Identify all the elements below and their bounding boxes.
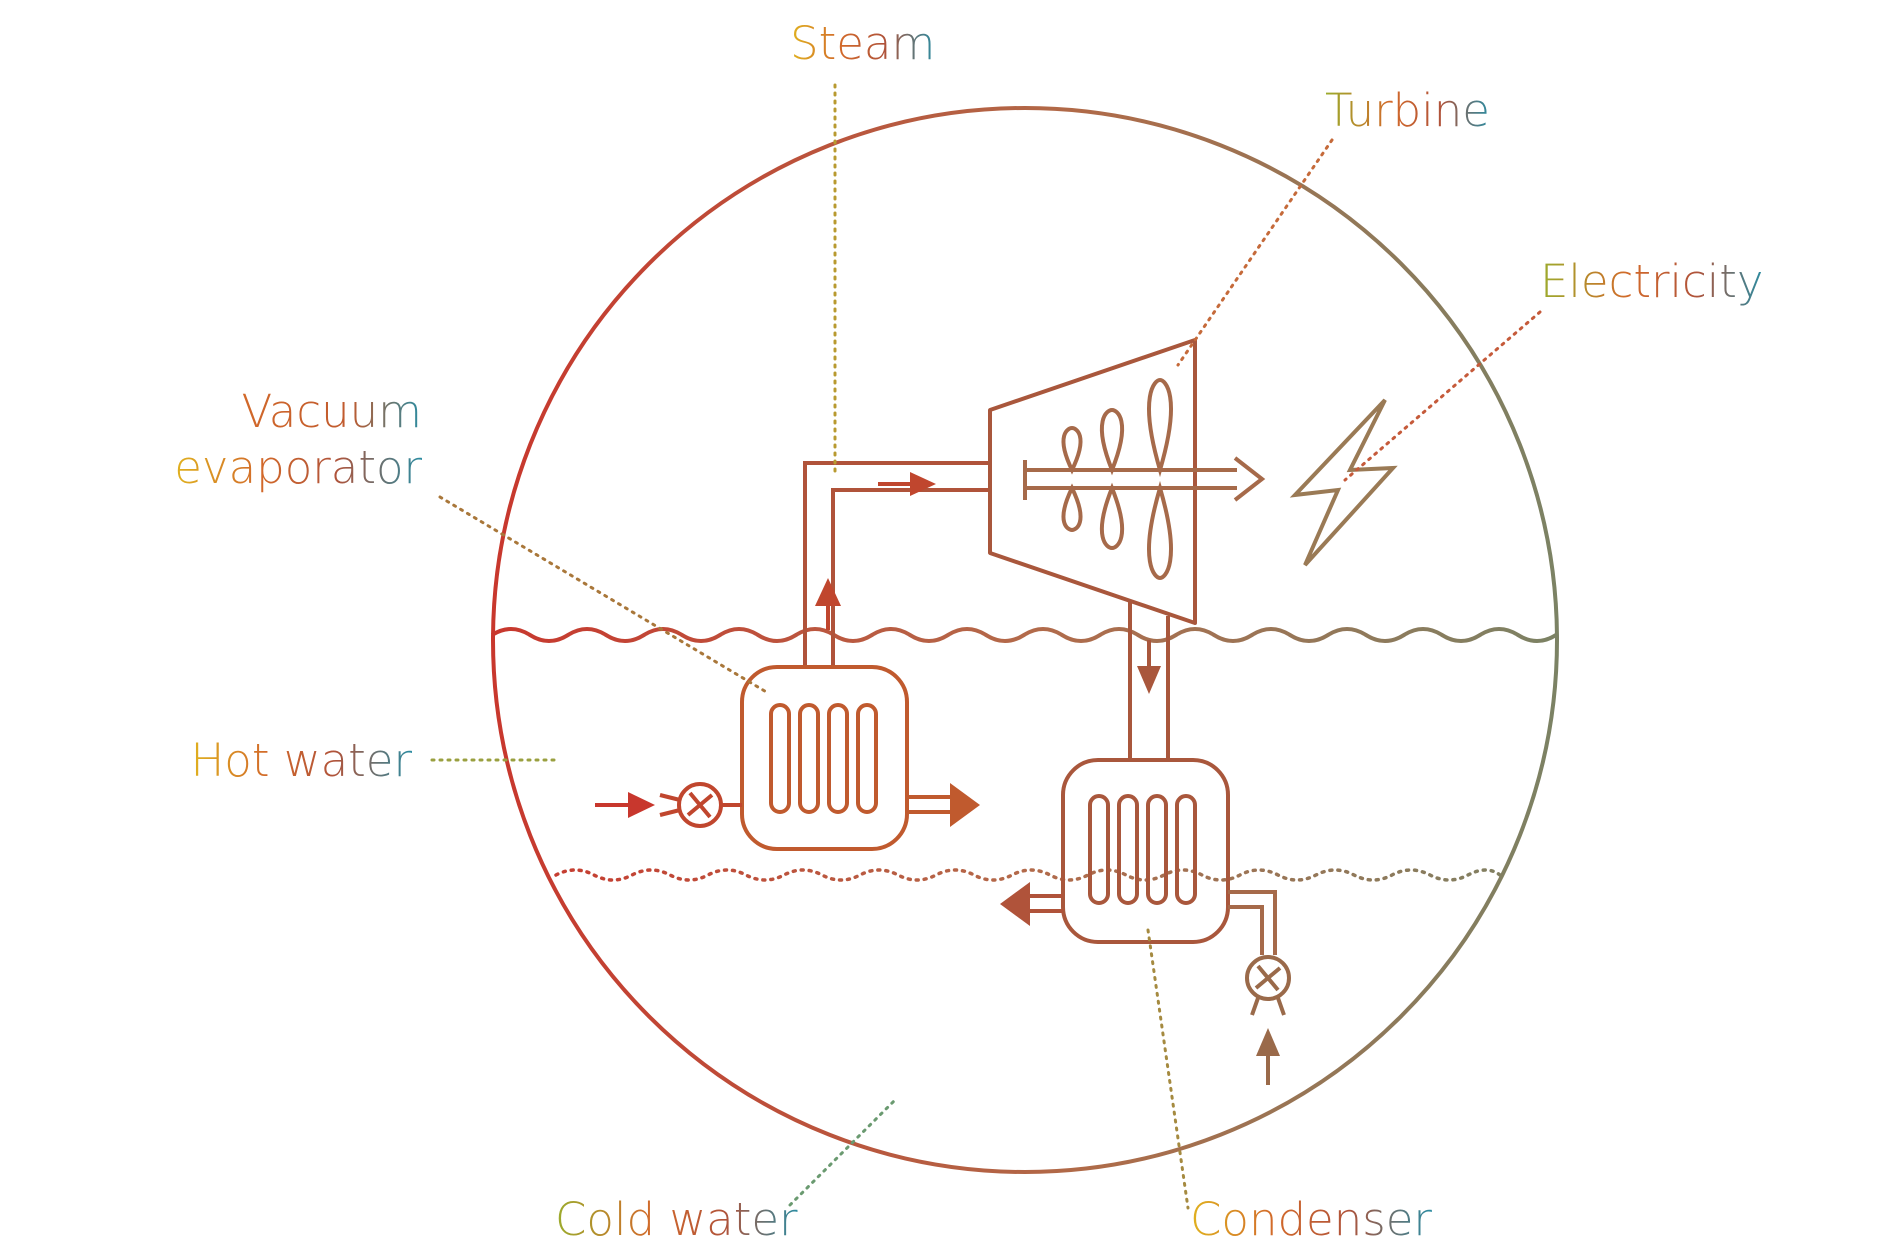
vacuum-evaporator-label-line1: Vacuum bbox=[242, 385, 422, 438]
cold-water-boundary-wave bbox=[554, 868, 1502, 882]
vacuum-evaporator bbox=[740, 665, 909, 851]
lightning-icon bbox=[1289, 398, 1398, 567]
warm-water-surface-wave bbox=[490, 627, 1558, 643]
cold-water-leader-line bbox=[788, 1098, 897, 1207]
warm-water-inlet-arrow-icon bbox=[595, 792, 655, 818]
hot-water-label: Hot water bbox=[190, 734, 412, 787]
condenser-leader-line bbox=[1146, 928, 1190, 1210]
ocean-circle bbox=[491, 106, 1559, 1174]
steam-label: Steam bbox=[790, 17, 935, 70]
warm-water-outlet-arrow-icon bbox=[907, 783, 980, 827]
turbine-housing bbox=[988, 338, 1197, 625]
cold-water-inlet-arrow-icon bbox=[1256, 1028, 1280, 1085]
steam-flow-arrow-icon bbox=[878, 472, 936, 496]
turbine-to-condenser-pipe bbox=[1128, 600, 1170, 760]
pump-icon bbox=[1245, 955, 1291, 1016]
turbine-leader-line bbox=[1176, 138, 1334, 367]
cold-water-label: Cold water bbox=[555, 1193, 798, 1246]
cold-water-outlet-arrow-icon bbox=[1000, 882, 1063, 926]
condenser-unit bbox=[1061, 758, 1230, 944]
steam-pipe bbox=[803, 461, 990, 667]
turbine-label: Turbine bbox=[1325, 84, 1490, 137]
turbine-shaft bbox=[1023, 456, 1266, 502]
pump-icon bbox=[659, 782, 742, 828]
vacuum-evaporator-label-line2: evaporator bbox=[174, 441, 422, 494]
condensate-down-arrow-icon bbox=[1137, 640, 1161, 694]
turbine-blades-icon bbox=[1061, 377, 1173, 581]
electricity-leader-line bbox=[1343, 310, 1542, 482]
cold-water-inlet-pipe bbox=[1228, 890, 1277, 955]
electricity-label: Electricity bbox=[1540, 255, 1764, 308]
vacuum-evaporator-leader-line bbox=[438, 495, 770, 695]
steam-rise-arrow-icon bbox=[815, 578, 841, 630]
condenser-label: Condenser bbox=[1190, 1193, 1432, 1246]
